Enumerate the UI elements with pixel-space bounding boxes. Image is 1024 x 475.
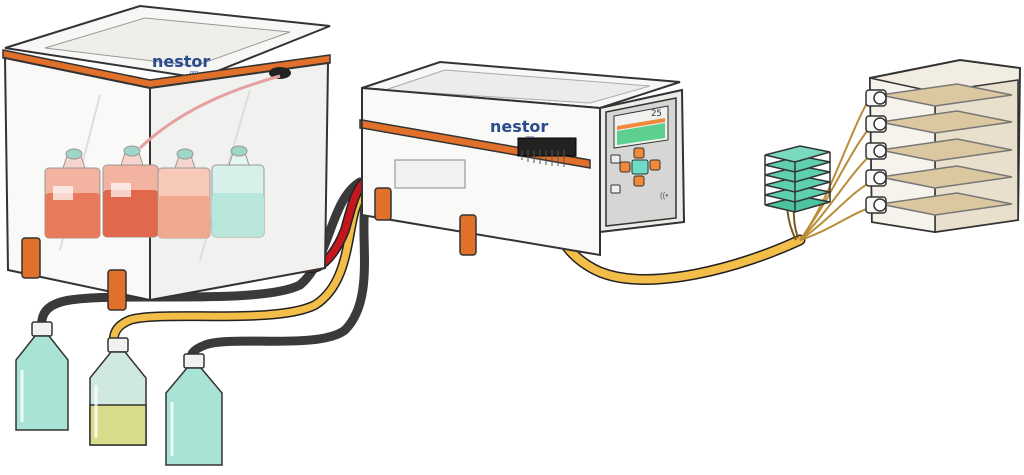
plate-rack xyxy=(865,58,1022,234)
incubator-foot xyxy=(21,237,41,279)
media-bottle-3 xyxy=(165,353,223,466)
incubator-band xyxy=(2,49,331,89)
controller-unit: nestor pro 25 ((• xyxy=(359,60,686,257)
media-bottle-1 xyxy=(15,321,69,431)
culture-flask xyxy=(157,148,211,239)
controller-vent xyxy=(394,159,466,189)
black-tube-bottle-3 xyxy=(186,200,370,365)
controller-foot xyxy=(374,187,392,221)
panel-button-left-bottom[interactable] xyxy=(610,184,621,194)
incubator-brand: nestor xyxy=(152,52,210,71)
culture-flask xyxy=(44,148,101,239)
culture-flask xyxy=(211,145,265,238)
culture-flask xyxy=(102,145,159,238)
black-tube-bottle-1 xyxy=(37,177,365,335)
connector-block xyxy=(517,137,577,157)
teal-pad-stack xyxy=(764,145,831,213)
display-readout: 25 xyxy=(651,109,662,119)
controller-foot xyxy=(459,214,477,256)
media-bottle-2 xyxy=(89,337,147,446)
control-dpad[interactable] xyxy=(619,147,661,187)
controller-brand: nestor xyxy=(490,117,548,136)
incubator-port xyxy=(269,67,291,79)
panel-button-left-top[interactable] xyxy=(610,154,621,164)
incubator-foot xyxy=(107,269,127,311)
incubator-unit: nestor pro xyxy=(2,4,331,311)
incubator-subbrand: pro xyxy=(190,70,198,76)
wireless-icon: ((• xyxy=(660,191,668,200)
